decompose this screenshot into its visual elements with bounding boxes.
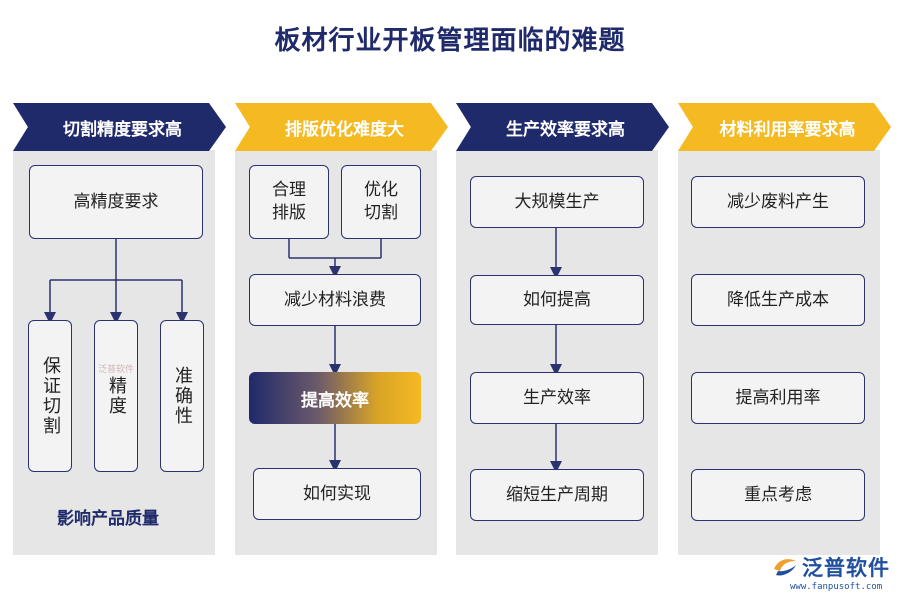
logo-url: www.fanpusoft.com bbox=[790, 582, 883, 592]
improve-utilization-box: 提高利用率 bbox=[691, 372, 865, 424]
optimize-cut-box: 优化切割 bbox=[341, 165, 421, 239]
reduce-scrap-box: 减少废料产生 bbox=[691, 176, 865, 228]
mass-production-box: 大规模生产 bbox=[470, 176, 644, 228]
reduce-waste-box: 减少材料浪费 bbox=[249, 274, 421, 326]
high-precision-box: 高精度要求 bbox=[29, 165, 203, 239]
production-efficiency-box: 生产效率 bbox=[470, 372, 644, 424]
column-header-1: 切割精度要求高 bbox=[13, 103, 226, 151]
branch-box-3: 准确性 bbox=[160, 320, 204, 472]
lower-cost-box: 降低生产成本 bbox=[691, 274, 865, 326]
page-title: 板材行业开板管理面临的难题 bbox=[274, 26, 626, 56]
column-header-4: 材料利用率要求高 bbox=[678, 103, 891, 151]
column-header-2: 排版优化难度大 bbox=[235, 103, 448, 151]
branch-box-2: 精度 bbox=[94, 320, 138, 472]
layout-box: 合理排版 bbox=[249, 165, 329, 239]
logo-name: 泛普软件 bbox=[802, 556, 890, 580]
branch-box-1: 保证切割 bbox=[28, 320, 72, 472]
brand-logo: 泛普软件 bbox=[772, 552, 890, 582]
how-to-improve-box: 如何提高 bbox=[470, 275, 644, 325]
improve-efficiency-box: 提高效率 bbox=[249, 372, 421, 424]
column-header-3: 生产效率要求高 bbox=[456, 103, 669, 151]
key-consideration-box: 重点考虑 bbox=[691, 469, 865, 521]
shorten-cycle-box: 缩短生产周期 bbox=[470, 469, 644, 521]
fanpu-logo-icon bbox=[774, 559, 796, 576]
watermark-text: 泛普软件 bbox=[98, 365, 135, 375]
column-1-caption: 影响产品质量 bbox=[57, 509, 159, 529]
how-to-achieve-box: 如何实现 bbox=[253, 468, 421, 520]
